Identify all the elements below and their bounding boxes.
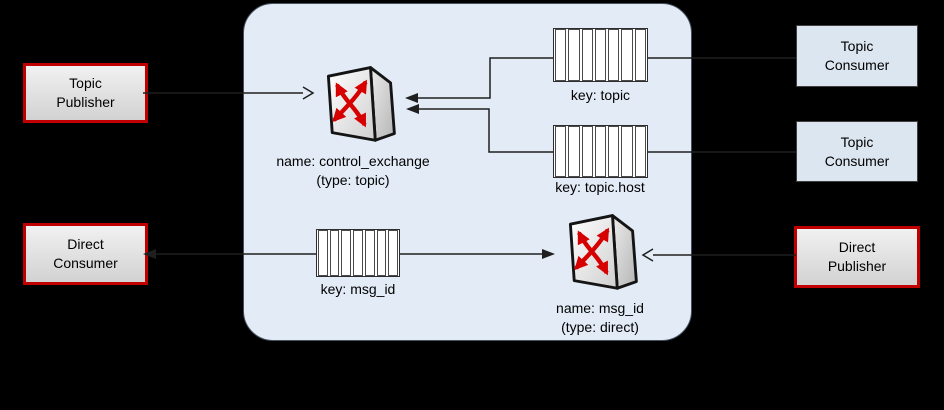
topic-consumer-1-label-line1: Topic (840, 38, 874, 54)
message-queue-icon-topic-host (553, 125, 648, 178)
control-exchange-type: (type: topic) (316, 172, 390, 188)
direct-consumer-label-line2: Consumer (53, 255, 118, 271)
topic-consumer-node-1: Topic Consumer (796, 25, 918, 87)
exchange-switch-icon-direct (562, 206, 640, 294)
message-queue-icon-topic (553, 28, 648, 82)
direct-publisher-label-line2: Publisher (827, 258, 887, 274)
direct-consumer-label-line1: Direct (67, 236, 104, 252)
topic-consumer-node-2: Topic Consumer (796, 121, 918, 182)
direct-exchange-name: name: msg_id (556, 300, 644, 316)
topic-consumer-2-label-line2: Consumer (824, 152, 890, 169)
exchange-switch-icon-control (320, 58, 398, 146)
topic-consumer-2-label-line1: Topic (840, 133, 874, 150)
direct-exchange-label: name: msg_id (type: direct) (510, 299, 690, 337)
direct-publisher-node: Direct Publisher (794, 226, 920, 288)
direct-exchange-type: (type: direct) (561, 319, 639, 335)
queue-msg-id-key-label: key: msg_id (320, 281, 396, 297)
direct-publisher-label-line1: Direct (838, 239, 876, 255)
topic-publisher-label-line1: Topic (69, 75, 102, 91)
topic-publisher-label-line2: Publisher (56, 94, 115, 110)
topic-consumer-1-label-line2: Consumer (824, 57, 890, 73)
topic-publisher-node: Topic Publisher (23, 63, 148, 123)
queue-topic-host-key-label: key: topic.host (555, 179, 645, 195)
queue-topic-key-label: key: topic (570, 87, 631, 103)
message-queue-icon-msg-id (316, 229, 400, 277)
control-exchange-label: name: control_exchange (type: topic) (263, 152, 443, 190)
direct-consumer-node: Direct Consumer (23, 223, 148, 285)
control-exchange-name: name: control_exchange (276, 153, 430, 169)
